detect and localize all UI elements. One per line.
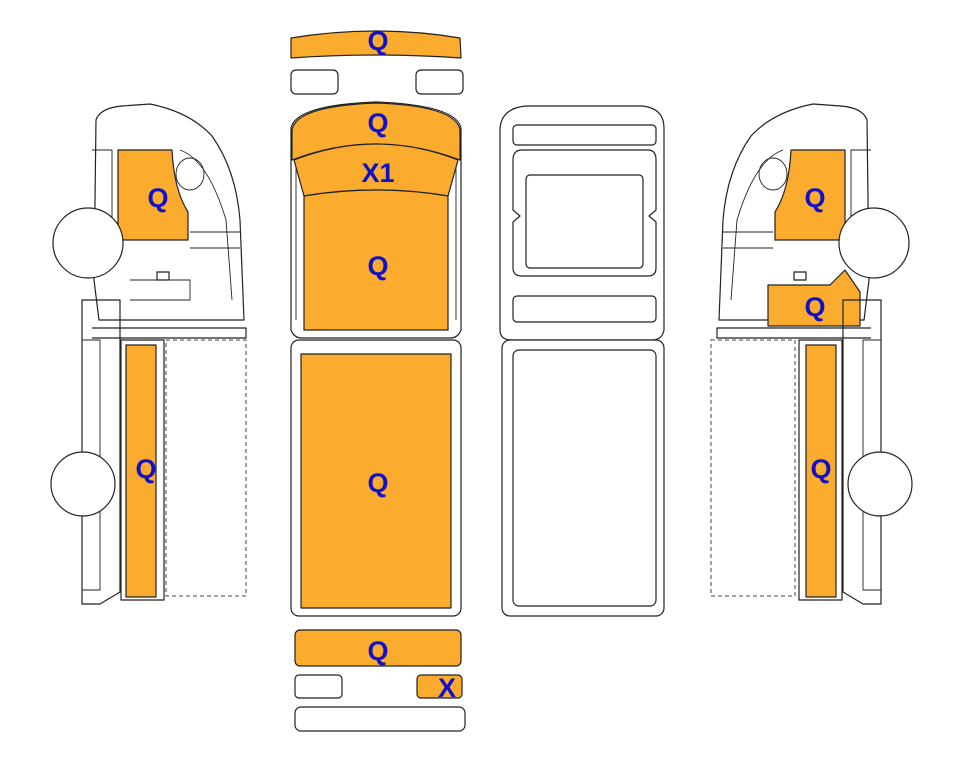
bottom-cargo-floor: [512, 349, 657, 607]
cargo-roof-damage: [300, 353, 452, 609]
right-door-damage: [774, 149, 846, 241]
right-door-edge: [730, 149, 784, 301]
right-cargo-dashed: [710, 339, 796, 597]
bottom-cab-inner: [525, 174, 644, 269]
label-rear-lamp: X: [438, 673, 456, 703]
right-chassis: [716, 327, 871, 339]
left-rear-wheel: [50, 451, 116, 517]
left-door-edge: [179, 149, 233, 301]
top-view: [290, 30, 466, 732]
front-bumper-damage: [290, 30, 462, 59]
left-handle: [156, 271, 170, 281]
left-door-lines: [190, 231, 240, 249]
label-right-lower-front: Q: [804, 292, 825, 322]
rear-right-lamp-damage: [416, 674, 463, 699]
label-left-door: Q: [147, 183, 168, 213]
left-front-wheel: [52, 207, 124, 279]
bottom-view: [499, 105, 665, 617]
right-headlight: [415, 69, 464, 95]
label-left-side-panel: Q: [135, 454, 156, 484]
bottom-cab-outline: [499, 105, 665, 341]
label-right-side-panel: Q: [810, 454, 831, 484]
label-front-bumper: Q: [367, 26, 388, 56]
left-side-panel-damage: [125, 344, 157, 598]
right-side-panel-damage: [805, 344, 837, 598]
label-windshield: X1: [361, 158, 394, 188]
right-side-view: [710, 103, 913, 605]
right-handle: [793, 271, 807, 281]
label-hood: Q: [367, 108, 388, 138]
roof-damage: [303, 189, 449, 331]
left-cargo-dashed: [165, 339, 247, 597]
left-side-view: [50, 103, 247, 605]
left-frame: [81, 299, 121, 605]
right-door-lines: [723, 231, 773, 249]
bottom-cross-member: [512, 295, 657, 323]
right-lower-front-damage: [767, 269, 861, 327]
damage-labels: Q Q X1 Q Q Q X Q Q Q Q Q: [135, 26, 831, 703]
left-chassis: [92, 327, 247, 339]
left-mirror: [175, 157, 205, 191]
cab-side-lines: [295, 165, 457, 320]
label-cargo-roof: Q: [367, 468, 388, 498]
label-roof: Q: [367, 251, 388, 281]
rear-left-lamp: [294, 674, 343, 699]
right-frame: [842, 299, 882, 605]
label-right-door: Q: [804, 183, 825, 213]
right-rear-wheel: [847, 451, 913, 517]
rear-bumper-damage: [294, 629, 462, 667]
left-door-damage: [117, 149, 189, 241]
bottom-front-panel: [512, 124, 657, 146]
cab-outline: [290, 101, 462, 339]
right-front-wheel: [838, 207, 910, 279]
label-rear-bumper: Q: [367, 636, 388, 666]
right-mirror: [758, 157, 788, 191]
left-headlight: [290, 69, 339, 95]
rear-step: [294, 706, 466, 732]
